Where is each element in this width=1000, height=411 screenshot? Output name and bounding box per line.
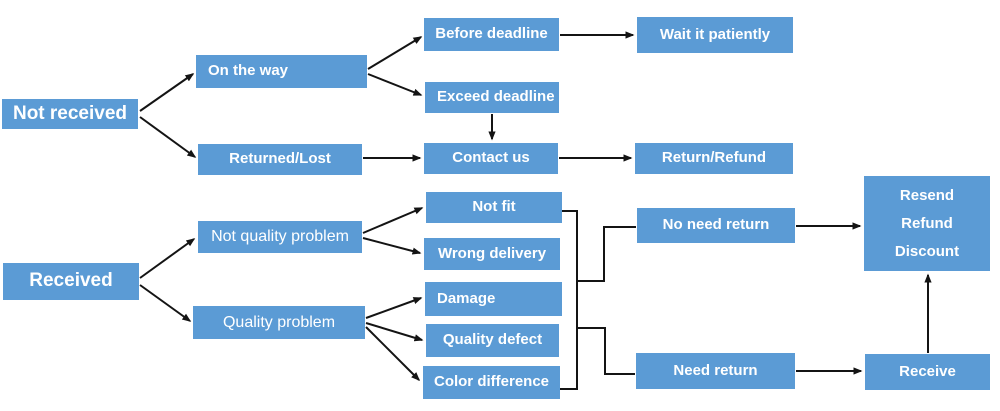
- connector-spine-no-need-return: [577, 226, 636, 282]
- node-received-label: Received: [29, 270, 113, 292]
- node-resend-line: Resend: [899, 187, 955, 204]
- node-receive-label: Receive: [899, 362, 956, 380]
- node-need-return-label: Need return: [673, 361, 758, 379]
- node-no-need-return: No need return: [637, 208, 795, 243]
- node-exceed-deadline: Exceed deadline: [425, 82, 559, 113]
- edge-nqp-not-fit: [362, 207, 424, 234]
- node-returned-lost: Returned/Lost: [198, 144, 362, 175]
- node-need-return: Need return: [636, 353, 795, 389]
- node-refund-line: Refund: [901, 214, 953, 232]
- node-return-refund: Return/Refund: [635, 143, 793, 174]
- node-quality-problem-label: Quality problem: [222, 313, 336, 331]
- edge-qp-damage: [365, 297, 423, 319]
- node-quality-problem: Quality problem: [193, 306, 365, 339]
- node-before-deadline-label: Before deadline: [435, 25, 548, 43]
- edge-received-not-quality-problem: [139, 238, 196, 279]
- node-before-deadline: Before deadline: [424, 18, 559, 51]
- node-exceed-deadline-label: Exceed deadline: [437, 88, 555, 106]
- edge-nqp-wrong-delivery: [362, 237, 422, 255]
- node-color-difference: Color difference: [423, 366, 560, 399]
- node-quality-defect-label: Quality defect: [442, 331, 543, 349]
- node-damage: Damage: [425, 282, 562, 316]
- edge-qp-quality-defect: [365, 322, 424, 342]
- edge-not-received-returned-lost: [139, 116, 197, 158]
- connector-spine-need-return: [577, 327, 635, 375]
- edge-qp-color-difference: [365, 326, 421, 382]
- node-on-the-way: On the way: [196, 55, 367, 88]
- node-wait-it-patiently: Wait it patiently: [637, 17, 793, 53]
- node-receive: Receive: [865, 354, 990, 390]
- node-received: Received: [3, 263, 139, 300]
- node-no-need-return-label: No need return: [662, 216, 770, 234]
- node-contact-us: Contact us: [424, 143, 558, 174]
- node-not-received-label: Not received: [12, 102, 128, 124]
- node-contact-us-label: Contact us: [452, 149, 530, 167]
- node-color-difference-label: Color difference: [433, 373, 550, 391]
- node-returned-lost-label: Returned/Lost: [229, 150, 331, 168]
- node-not-quality-problem-label: Not quality problem: [211, 228, 349, 246]
- node-wrong-delivery-label: Wrong delivery: [437, 244, 547, 262]
- node-quality-defect: Quality defect: [426, 324, 559, 357]
- node-damage-label: Damage: [437, 289, 496, 307]
- edge-on-the-way-exceed-deadline: [367, 73, 423, 96]
- node-on-the-way-label: On the way: [208, 62, 289, 80]
- node-resend-refund-discount: Resend Refund Discount: [864, 176, 990, 271]
- node-discount-line: Discount: [894, 242, 960, 260]
- connector-spine: [560, 210, 578, 390]
- node-return-refund-label: Return/Refund: [661, 149, 767, 167]
- edge-not-received-on-the-way: [139, 73, 195, 112]
- edge-received-quality-problem: [139, 284, 192, 322]
- edge-on-the-way-before-deadline: [367, 36, 423, 70]
- node-wait-it-patiently-label: Wait it patiently: [659, 25, 771, 43]
- node-not-received: Not received: [2, 99, 138, 129]
- node-not-fit: Not fit: [426, 192, 562, 223]
- node-not-fit-label: Not fit: [472, 198, 516, 216]
- node-wrong-delivery: Wrong delivery: [424, 238, 560, 270]
- node-not-quality-problem: Not quality problem: [198, 221, 362, 253]
